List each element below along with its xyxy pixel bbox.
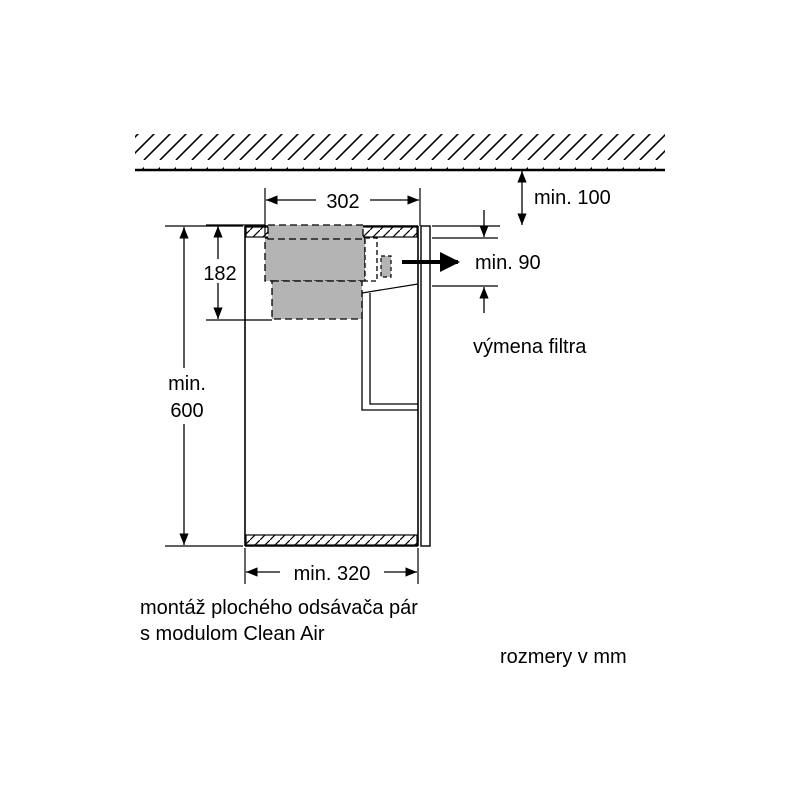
units-note: rozmery v mm bbox=[500, 646, 627, 668]
cabinet-door bbox=[420, 225, 431, 547]
dimension-cabinet-depth bbox=[244, 548, 419, 584]
dimension-hood-width bbox=[264, 188, 421, 236]
label-hood-height: 182 bbox=[203, 263, 236, 285]
clean-air-module bbox=[264, 224, 392, 320]
label-filter-replacement: výmena filtra bbox=[473, 336, 587, 358]
caption-line-2: s modulom Clean Air bbox=[140, 623, 325, 645]
label-filter-clearance: min. 90 bbox=[475, 252, 541, 274]
dimension-hood-height bbox=[199, 224, 272, 321]
ceiling bbox=[130, 120, 670, 172]
label-cabinet-height-1: min. bbox=[168, 373, 206, 395]
caption-line-1: montáž plochého odsávača pár bbox=[140, 597, 418, 619]
label-hood-width: 302 bbox=[326, 191, 359, 213]
dimension-ceiling-clearance bbox=[432, 171, 527, 227]
bottom-shelf bbox=[245, 534, 418, 546]
dimension-filter-clearance bbox=[432, 210, 498, 313]
label-cabinet-height-2: 600 bbox=[170, 400, 203, 422]
inner-partition bbox=[361, 293, 418, 411]
dimension-cabinet-height bbox=[160, 225, 243, 547]
label-cabinet-depth: min. 320 bbox=[294, 563, 371, 585]
label-ceiling-clearance: min. 100 bbox=[534, 187, 611, 209]
